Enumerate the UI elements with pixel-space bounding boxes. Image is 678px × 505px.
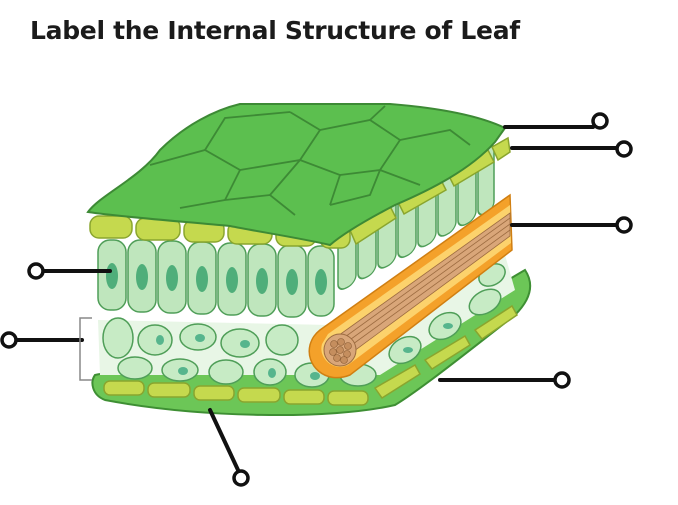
lower-epidermis-cell	[283, 389, 325, 405]
lower-epidermis-cell	[193, 385, 235, 401]
spongy-cell	[117, 356, 153, 380]
cell-nucleus	[196, 266, 208, 292]
cell-nucleus	[136, 264, 148, 290]
palisade-mesophyll-cells	[97, 239, 335, 318]
spongy-cell	[468, 288, 502, 316]
lower-epidermis-cells	[103, 304, 518, 406]
upper-epidermis-cell	[491, 136, 511, 162]
spongy-bracket	[79, 317, 92, 381]
spongy-cell	[208, 359, 244, 385]
lower-epidermis-cell	[473, 304, 518, 341]
spongy-cell-nuclei	[156, 323, 453, 380]
cell-nucleus	[240, 340, 250, 348]
lower-epidermis-cell	[327, 390, 369, 406]
cell-nucleus	[166, 265, 178, 291]
cell-nucleus	[256, 268, 268, 294]
spongy-cell	[265, 324, 299, 356]
lower-epidermis-cell	[373, 363, 421, 400]
cell-nucleus	[286, 269, 298, 295]
label-endpoint-palisade[interactable]	[27, 262, 45, 280]
label-endpoint-upper-epidermis[interactable]	[615, 140, 633, 158]
label-endpoint-stoma[interactable]	[232, 469, 250, 487]
cell-nucleus	[156, 335, 164, 345]
vein-strand-lines	[337, 217, 511, 353]
lower-epidermis-cell	[147, 382, 191, 398]
lower-epidermis-cell	[237, 387, 281, 403]
vascular-bundle	[308, 193, 513, 379]
cell-nucleus	[310, 372, 320, 380]
spongy-cell	[137, 324, 173, 356]
upper-epidermis-cell	[89, 215, 133, 239]
label-endpoints	[0, 112, 633, 487]
spongy-cell	[220, 328, 260, 358]
lower-epidermis-cell	[423, 334, 471, 370]
cell-nucleus	[106, 263, 118, 289]
cell-nucleus	[178, 367, 188, 375]
cell-nucleus	[443, 323, 453, 329]
label-endpoint-spongy[interactable]	[0, 331, 18, 349]
spongy-cell	[102, 317, 134, 359]
label-endpoint-vascular-bundle[interactable]	[615, 216, 633, 234]
vein-cells	[329, 338, 352, 364]
spongy-mesophyll-cells	[102, 263, 506, 388]
cell-nucleus	[195, 334, 205, 342]
lower-epidermis-cell	[103, 380, 145, 396]
cell-nucleus	[403, 347, 413, 353]
label-endpoint-upper-cuticle[interactable]	[591, 112, 609, 130]
leader-line-stoma	[208, 408, 240, 472]
label-endpoint-lower-epidermis[interactable]	[553, 371, 571, 389]
label-leaders	[14, 125, 619, 472]
upper-surface-cell-lines	[149, 105, 471, 216]
cell-nucleus	[315, 269, 327, 295]
cell-nucleus	[226, 267, 238, 293]
cell-nucleus	[268, 368, 276, 378]
page-title: Label the Internal Structure of Leaf	[30, 16, 520, 45]
